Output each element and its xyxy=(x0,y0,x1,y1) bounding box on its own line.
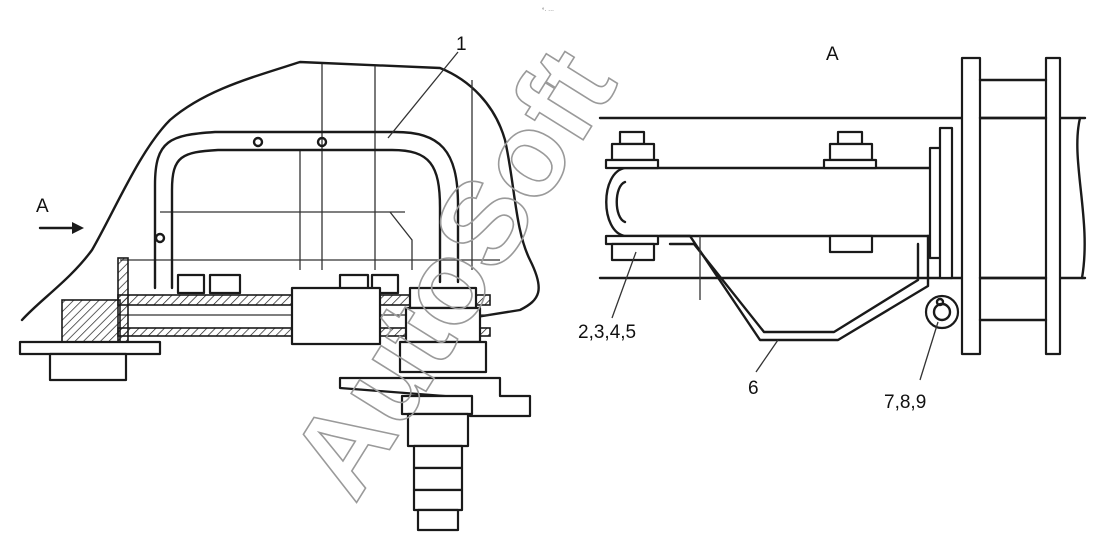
base-boss xyxy=(48,352,128,382)
spindle-tip xyxy=(416,508,460,532)
header-mark: °· ··· xyxy=(542,8,554,14)
leader-part-7-9 xyxy=(919,321,939,381)
nut-bottom xyxy=(610,242,656,262)
tube-hole xyxy=(154,232,166,244)
hub-hatched xyxy=(61,299,121,343)
bolt-top xyxy=(618,130,646,146)
end-plate xyxy=(960,56,982,356)
bracket-part-6-inner xyxy=(668,242,920,334)
beam-break xyxy=(1076,116,1086,280)
callout-part-6: 6 xyxy=(748,378,759,399)
bracket-part-6 xyxy=(658,234,930,342)
spindle-rib xyxy=(412,466,464,492)
flange-ring xyxy=(938,126,954,280)
lever xyxy=(338,376,532,418)
clamp xyxy=(208,273,242,295)
callout-part-1: 1 xyxy=(456,34,467,55)
spindle-rib xyxy=(412,444,464,470)
leader-part-1 xyxy=(387,51,459,139)
body-line xyxy=(389,211,413,270)
tube-hole xyxy=(252,136,264,148)
callout-part-7-9: 7,8,9 xyxy=(884,392,926,413)
leader-part-2-5 xyxy=(611,251,637,319)
hub-wall xyxy=(117,257,129,343)
left-view-assembly: A 1 xyxy=(18,34,540,532)
callout-part-2-5: 2,3,4,5 xyxy=(578,322,636,343)
nut-bottom xyxy=(828,234,874,254)
right-view-assembly: A 2 xyxy=(578,44,1087,413)
clamp xyxy=(176,273,206,295)
base-plate xyxy=(18,340,162,356)
shaft-housing xyxy=(290,286,382,346)
pin-ring xyxy=(924,294,960,330)
bolt-top xyxy=(836,130,864,146)
tube-part-1-inner xyxy=(170,148,442,290)
leader-part-6 xyxy=(755,339,779,373)
tube-end-inner xyxy=(615,180,627,224)
view-arrow-label: A xyxy=(36,196,49,217)
housing-outline xyxy=(20,60,540,322)
nut-top xyxy=(610,142,656,162)
spindle-body xyxy=(404,306,482,344)
view-arrow-head xyxy=(72,222,84,234)
main-tube xyxy=(605,166,947,238)
tube-hole xyxy=(316,136,328,148)
spindle-rib xyxy=(412,488,464,512)
view-a-title: A xyxy=(826,44,839,65)
washer-top xyxy=(604,158,660,170)
nut-top xyxy=(828,142,874,162)
pin-hole xyxy=(935,297,945,307)
spindle-flange xyxy=(398,340,488,374)
washer-top xyxy=(822,158,878,170)
washer-bottom xyxy=(604,234,660,246)
end-plate xyxy=(1044,56,1062,356)
tube-part-1 xyxy=(153,130,460,290)
